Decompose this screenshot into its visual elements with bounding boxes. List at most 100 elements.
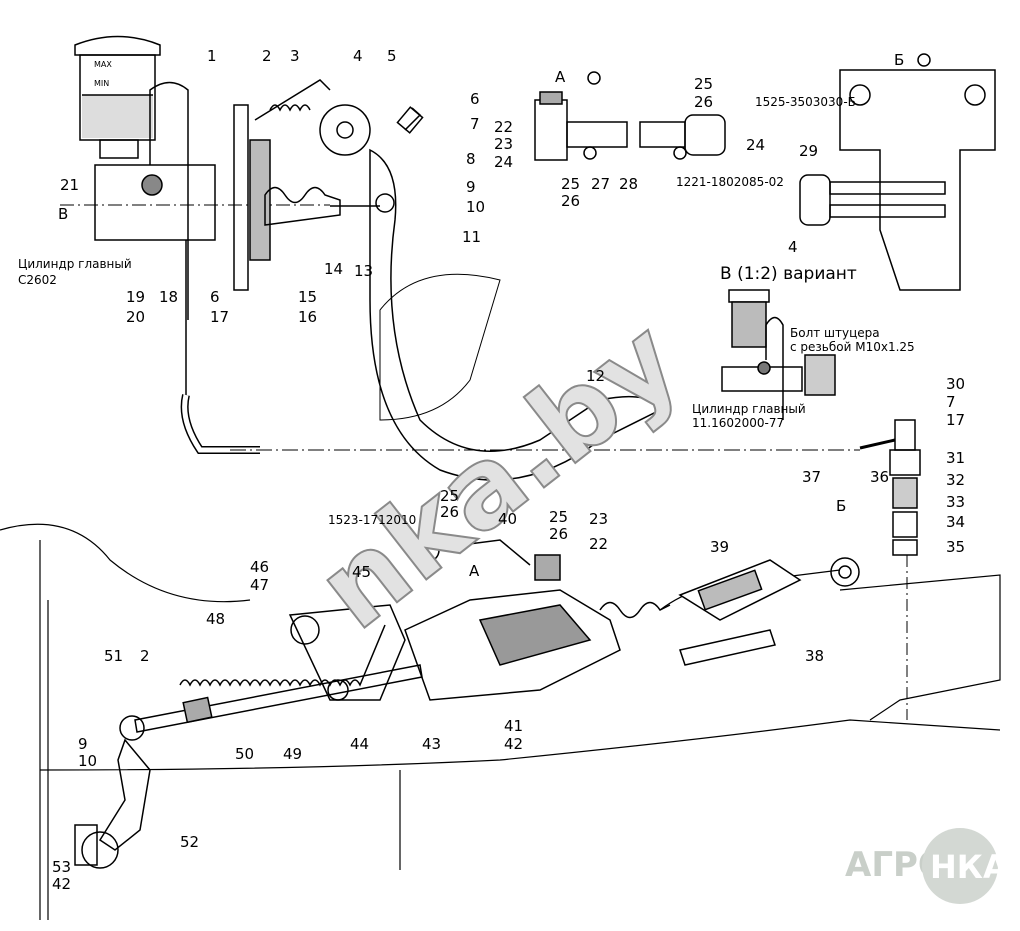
callout-label: 10 <box>466 198 486 216</box>
callout-label: 27 <box>591 175 611 193</box>
callout-label: 17 <box>946 411 966 429</box>
callout-label: 26 <box>561 192 581 210</box>
logo-circle <box>922 828 998 904</box>
callout-label: 9 <box>466 178 476 196</box>
slave-cylinder <box>404 537 860 701</box>
variant-b-cylinder <box>721 289 836 420</box>
callout-label: 45 <box>352 563 372 581</box>
bolt-note-line1: Болт штуцера <box>790 326 880 340</box>
callout-label: 53 <box>52 858 72 876</box>
view-a-title: А <box>555 68 566 86</box>
callout-label: 38 <box>805 647 825 665</box>
callout-label: 28 <box>619 175 639 193</box>
callout-label: 37 <box>802 468 822 486</box>
callout-label: 42 <box>504 735 524 753</box>
callout-label: 6 <box>210 288 220 306</box>
callout-label: 23 <box>494 135 514 153</box>
callout-label: 20 <box>126 308 146 326</box>
callout-label: 49 <box>283 745 303 763</box>
callout-label: 18 <box>159 288 179 306</box>
callout-label: 24 <box>494 153 514 171</box>
pipe-fitting <box>859 419 921 720</box>
callout-label: 16 <box>298 308 318 326</box>
callout-label: 17 <box>210 308 230 326</box>
callout-label: 8 <box>466 150 476 168</box>
callout-label: 32 <box>946 471 966 489</box>
callout-label: 25 <box>694 75 714 93</box>
callout-label: 50 <box>235 745 255 763</box>
master-cylinder <box>60 81 330 454</box>
callout-label: 40 <box>498 510 518 528</box>
callout-label: 51 <box>104 647 124 665</box>
callout-label: 2 <box>262 47 272 65</box>
callout-label: 31 <box>946 449 966 467</box>
view-b <box>799 53 996 291</box>
callout-label: 25 <box>440 487 460 505</box>
callout-label: 43 <box>422 735 442 753</box>
callout-label: 35 <box>946 538 966 556</box>
part-number-1523: 1523-1712010 <box>328 513 417 527</box>
clutch-pedal <box>319 104 662 481</box>
cylinder-label-left: Цилиндр главный <box>18 257 132 271</box>
callout-label: 7 <box>946 393 956 411</box>
callout-label: 33 <box>946 493 966 511</box>
reservoir <box>74 35 161 159</box>
gearbox-housing <box>0 523 1001 920</box>
callout-label: 47 <box>250 576 270 594</box>
variant-title: В (1:2) вариант <box>720 264 857 284</box>
callout-label: 10 <box>78 752 98 770</box>
callout-label: 14 <box>324 260 344 278</box>
callout-label: 25 <box>561 175 581 193</box>
callout-label: 2 <box>140 647 150 665</box>
callout-label: 29 <box>799 142 819 160</box>
view-a <box>534 71 726 161</box>
pedal-bracket <box>233 79 380 291</box>
callout-label: 24 <box>746 136 766 154</box>
view-b-title: Б <box>894 51 905 69</box>
callout-label: 3 <box>290 47 300 65</box>
cylinder-code-right: 11.1602000-77 <box>692 416 785 430</box>
callout-label: 22 <box>494 118 514 136</box>
callout-label: 26 <box>694 93 714 111</box>
callout-label: 26 <box>440 503 460 521</box>
logo-nka: НКА <box>930 848 1008 886</box>
callout-label: 52 <box>180 833 200 851</box>
callout-label: 19 <box>126 288 146 306</box>
callout-label: 30 <box>946 375 966 393</box>
callout-label: 48 <box>206 610 226 628</box>
callout-label: 39 <box>710 538 730 556</box>
callout-label: 21 <box>60 176 80 194</box>
part-number-1525: 1525-3503030-Б <box>755 95 856 109</box>
cylinder-code-left: С2602 <box>18 273 57 287</box>
bolt-note-line2: с резьбой М10x1.25 <box>790 340 915 354</box>
callout-label: 41 <box>504 717 524 735</box>
callout-label: 11 <box>462 228 482 246</box>
callout-label: 6 <box>470 90 480 108</box>
release-lever-linkage <box>74 604 423 869</box>
callout-label: 44 <box>350 735 370 753</box>
callout-label: А <box>469 562 480 580</box>
callout-label: 5 <box>387 47 397 65</box>
callout-label: 9 <box>78 735 88 753</box>
callout-label: 22 <box>589 535 609 553</box>
callout-label: Б <box>836 497 847 515</box>
callout-label: 42 <box>52 875 72 893</box>
callout-label: 36 <box>870 468 890 486</box>
reservoir-max-mark: MAX <box>94 60 112 69</box>
callout-label: 46 <box>250 558 270 576</box>
callout-label: 26 <box>549 525 569 543</box>
part-number-1221: 1221-1802085-02 <box>676 175 784 189</box>
callout-label: 12 <box>586 367 606 385</box>
callout-label: 34 <box>946 513 966 531</box>
callout-label: 4 <box>353 47 363 65</box>
callout-label: 13 <box>354 262 374 280</box>
callout-label: 15 <box>298 288 318 306</box>
callout-label: 25 <box>549 508 569 526</box>
callout-label: 4 <box>788 238 798 256</box>
callout-label: 1 <box>207 47 217 65</box>
callout-label: В <box>58 205 69 223</box>
callout-label: 23 <box>589 510 609 528</box>
reservoir-min-mark: MIN <box>94 79 110 88</box>
